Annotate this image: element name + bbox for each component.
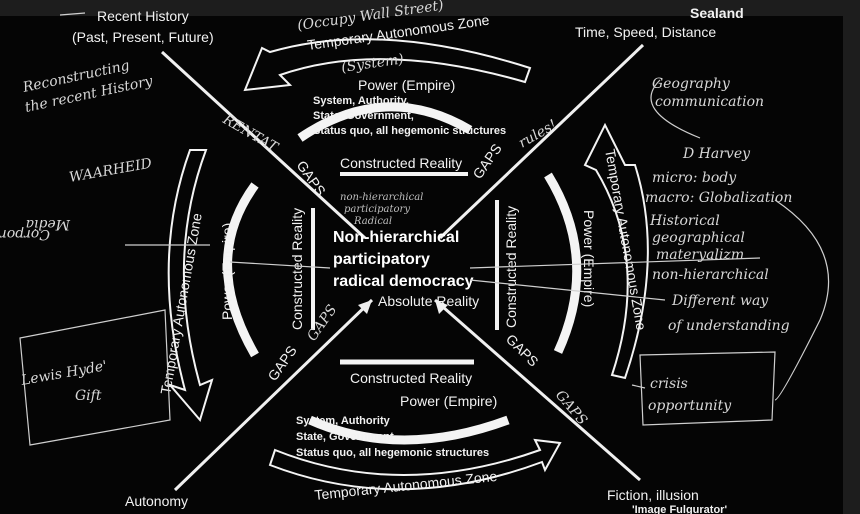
- note-geographical: geographical: [652, 230, 745, 246]
- label-absolute-reality: Absolute Reality: [378, 293, 479, 309]
- label-constructed-top: Constructed Reality: [340, 155, 462, 171]
- label-power-left: Power (Empire): [219, 223, 235, 320]
- label-power-top: Power (Empire): [358, 77, 455, 93]
- label-status-bottom: Status quo, all hegemonic structures: [296, 447, 489, 459]
- taz-arrow-bottom: [268, 438, 562, 491]
- arc-top: [297, 102, 473, 142]
- label-state-top: State, Government,: [313, 110, 414, 122]
- label-image-fulgurator: 'Image Fulgurator': [632, 504, 727, 514]
- note-gift: Gift: [75, 388, 102, 404]
- diagonal-bottom-left: [173, 298, 374, 492]
- note-different-way: Different way: [671, 293, 769, 309]
- note-micro: micro: body: [652, 170, 737, 186]
- arrowhead: [435, 300, 448, 314]
- note-opportunity: opportunity: [648, 398, 732, 414]
- note-historical: Historical: [649, 213, 720, 229]
- label-time-speed-distance: Time, Speed, Distance: [575, 24, 716, 40]
- note-geography: Geography: [652, 76, 731, 92]
- note-center-2: participatory: [344, 204, 410, 215]
- note-media: Media: [26, 216, 71, 232]
- center-line-3: radical democracy: [333, 273, 474, 290]
- note-non-hierarchical: non-hierarchical: [652, 267, 769, 283]
- taz-arrow-left: [166, 149, 214, 423]
- label-constructed-left: Constructed Reality: [289, 208, 305, 330]
- note-macro: macro: Globalization: [645, 190, 792, 206]
- label-state-bottom: State, Government: [296, 431, 394, 443]
- note-communication: communication: [655, 94, 764, 110]
- diagonal-top-right: [438, 43, 645, 240]
- note-center-3: Radical: [353, 216, 392, 227]
- label-status-top: Status quo, all hegemonic structures: [313, 125, 506, 137]
- taz-arrow-right: [583, 122, 649, 380]
- diagonal-bottom-right: [434, 298, 641, 482]
- center-line-2: participatory: [333, 251, 430, 268]
- arc-left: [223, 182, 259, 358]
- label-system-top: System, Authority,: [313, 95, 409, 107]
- label-sealand: Sealand: [690, 5, 744, 21]
- label-constructed-bottom: Constructed Reality: [350, 370, 472, 386]
- chalk-box-crisis: [639, 351, 776, 426]
- label-power-right: Power (Empire): [581, 210, 597, 307]
- label-recent-history: Recent History: [97, 8, 189, 24]
- arrowhead: [358, 300, 372, 314]
- taz-arrow-top: [243, 38, 532, 92]
- label-power-bottom: Power (Empire): [400, 393, 497, 409]
- chalk-arrows: [125, 79, 761, 389]
- chalk-curve: [774, 199, 830, 401]
- label-fiction-illusion: Fiction, illusion: [607, 487, 699, 503]
- note-crisis: crisis: [650, 376, 688, 392]
- chalk-box-lewis: [19, 309, 171, 446]
- label-autonomy: Autonomy: [125, 493, 188, 509]
- chalk-dash: [59, 12, 86, 16]
- note-harvey: D Harvey: [682, 146, 751, 162]
- board: [0, 16, 843, 514]
- center-line-1: Non-hierarchical: [333, 229, 459, 246]
- note-understanding: of understanding: [668, 318, 790, 334]
- label-past-present-future: (Past, Present, Future): [72, 29, 214, 45]
- diagonal-top-left: [160, 50, 367, 240]
- note-center-1: non-hierarchical: [340, 192, 423, 203]
- note-corporate: Corporate: [0, 226, 50, 242]
- arc-bottom: [308, 415, 510, 445]
- arc-right: [544, 172, 582, 354]
- label-system-bottom: System, Authority: [296, 415, 391, 427]
